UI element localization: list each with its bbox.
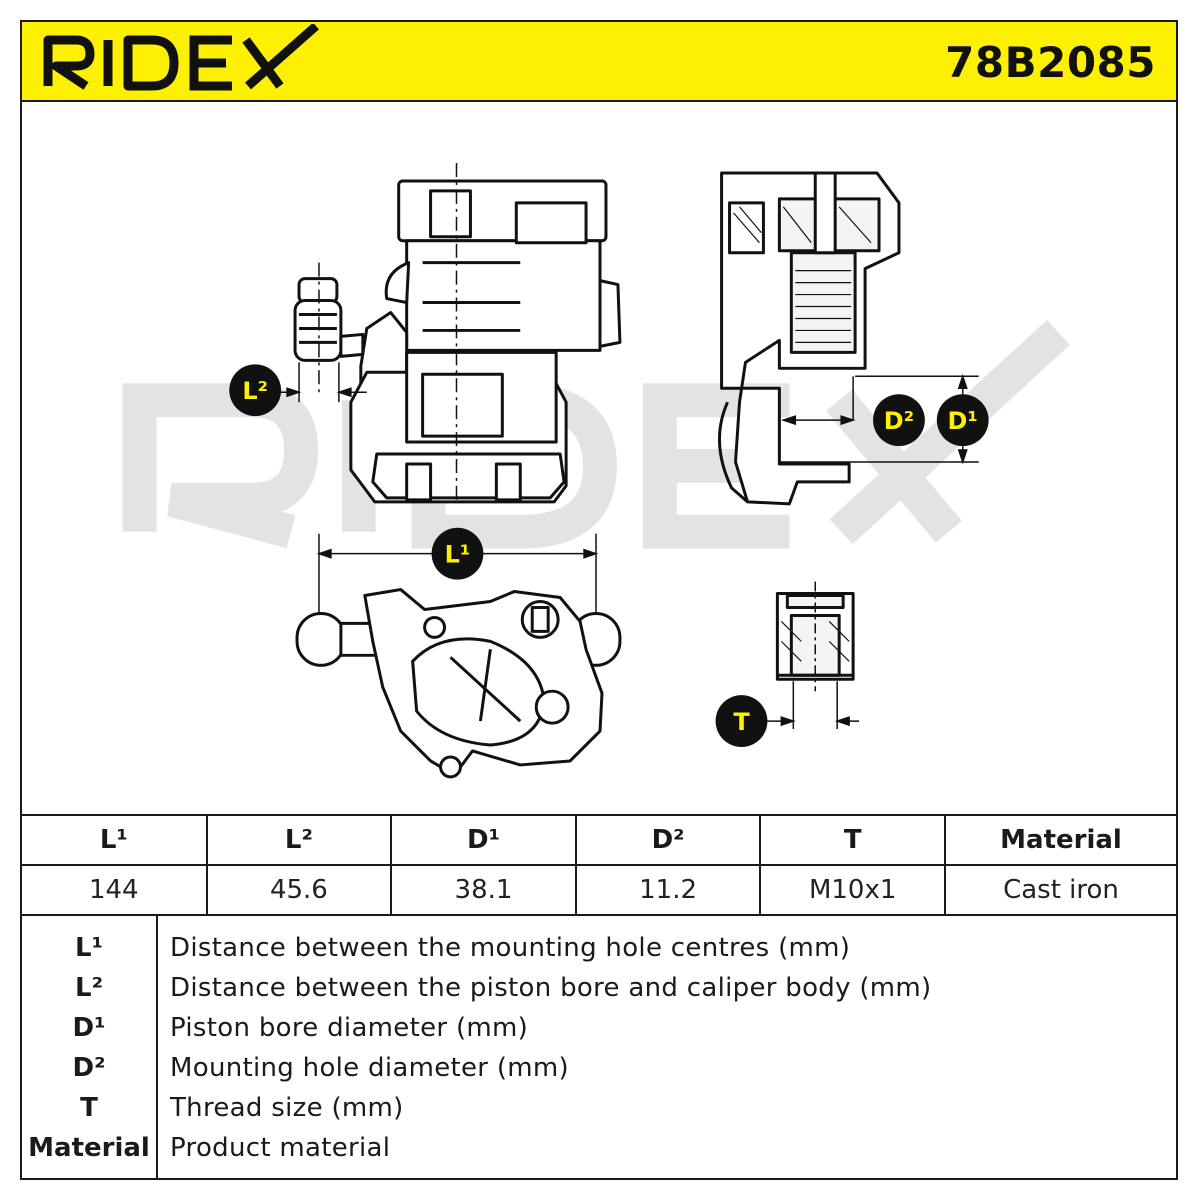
d2-badge-label: D²: [884, 407, 914, 435]
legend-row: D¹ Piston bore diameter (mm): [22, 1008, 1176, 1048]
legend-row: D² Mounting hole diameter (mm): [22, 1048, 1176, 1088]
spec-value-l2: 45.6: [205, 864, 393, 916]
spec-value-material: Cast iron: [944, 864, 1176, 916]
l2-badge-label: L²: [242, 377, 268, 405]
datasheet-frame: 78B2085: [20, 20, 1178, 1180]
spec-value-d2: 11.2: [574, 864, 762, 916]
l2-badge: L²: [229, 364, 282, 417]
spec-header-d1: D¹: [390, 814, 577, 866]
legend-desc: Distance between the mounting hole centr…: [170, 933, 851, 963]
caliper-front-view: [293, 179, 622, 504]
caliper-top-view: [295, 588, 622, 779]
t-badge-label: T: [733, 708, 750, 736]
spec-header-t: T: [759, 814, 946, 866]
legend: L¹ Distance between the mounting hole ce…: [22, 914, 1176, 1180]
l1-badge: L¹: [431, 527, 484, 580]
t-dimension: [765, 581, 860, 730]
legend-row: L¹ Distance between the mounting hole ce…: [22, 928, 1176, 968]
d1-badge-label: D¹: [948, 407, 978, 435]
centerlines: [318, 163, 458, 502]
legend-desc: Distance between the piston bore and cal…: [170, 973, 932, 1003]
d2-badge: D²: [873, 394, 925, 447]
thread-hatching: [780, 621, 850, 662]
spec-value-d1: 38.1: [390, 864, 577, 916]
legend-desc: Product material: [170, 1133, 391, 1163]
l1-badge-label: L¹: [445, 541, 471, 569]
legend-row: Material Product material: [22, 1128, 1176, 1168]
legend-key: T: [80, 1093, 98, 1123]
part-number: 78B2085: [945, 38, 1156, 87]
spec-header-l1: L¹: [22, 814, 208, 866]
legend-key: D¹: [72, 1013, 106, 1043]
ridex-logo: [43, 24, 319, 91]
caliper-section-view: [718, 171, 901, 506]
legend-desc: Thread size (mm): [170, 1093, 404, 1123]
legend-divider: [156, 914, 158, 1180]
spec-header-d2: D²: [574, 814, 762, 866]
legend-desc: Mounting hole diameter (mm): [170, 1053, 570, 1083]
spec-header-l2: L²: [205, 814, 393, 866]
spec-header-material: Material: [944, 814, 1176, 866]
spec-table: L¹ L² D¹ D² T Material 144 45.6 38.1 11.…: [22, 814, 1176, 916]
legend-row: L² Distance between the piston bore and …: [22, 968, 1176, 1008]
d1-d2-dimensions: [779, 373, 979, 465]
legend-key: D²: [72, 1053, 106, 1083]
legend-row: T Thread size (mm): [22, 1088, 1176, 1128]
spec-table-header-row: L¹ L² D¹ D² T Material: [22, 814, 1176, 866]
d1-badge: D¹: [936, 394, 989, 447]
section-hatching: [733, 206, 872, 343]
t-badge: T: [715, 695, 768, 747]
legend-key: L²: [75, 973, 103, 1003]
spec-value-l1: 144: [22, 864, 208, 916]
spec-table-value-row: 144 45.6 38.1 11.2 M10x1 Cast iron: [22, 864, 1176, 916]
legend-desc: Piston bore diameter (mm): [170, 1013, 529, 1043]
spec-value-t: M10x1: [759, 864, 946, 916]
legend-key: L¹: [75, 933, 103, 963]
legend-key: Material: [28, 1133, 150, 1163]
technical-drawing: L²: [122, 163, 1070, 779]
header-bar: 78B2085: [22, 22, 1176, 102]
